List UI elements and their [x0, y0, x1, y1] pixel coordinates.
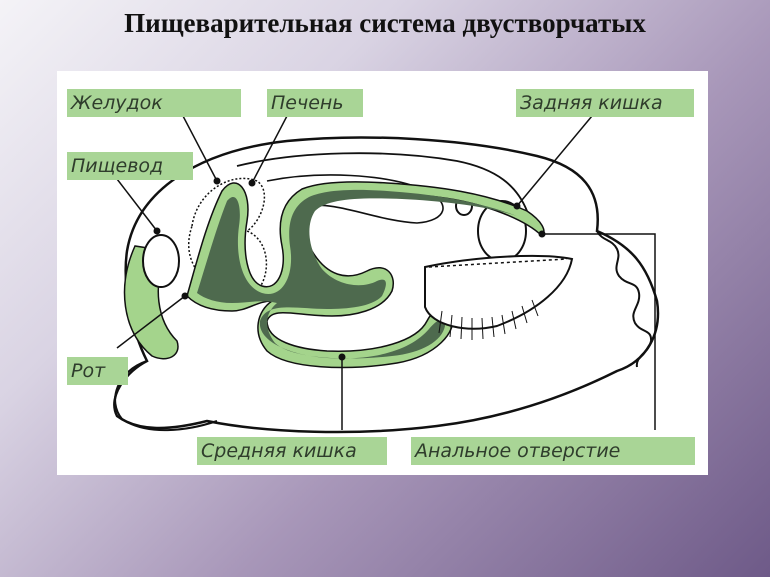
label-esophagus: Пищевод	[67, 152, 193, 180]
leader-hindgut	[516, 115, 593, 207]
gill-lines	[438, 299, 539, 340]
label-hindgut: Задняя кишка	[516, 89, 694, 117]
dot-esophagus	[153, 227, 161, 235]
dot-mouth	[181, 292, 189, 300]
label-stomach: Желудок	[67, 89, 241, 117]
leader-esophagus	[116, 178, 158, 232]
bivalve-diagram: Желудок Печень Пищевод Рот Задняя кишка …	[57, 71, 708, 475]
mantle-line	[236, 152, 528, 212]
gill-edge	[428, 258, 568, 268]
dot-liver	[248, 179, 256, 187]
inner-fold	[266, 174, 444, 224]
mouth-region	[123, 245, 179, 360]
leader-mouth	[116, 295, 186, 349]
label-midgut: Средняя кишка	[197, 437, 387, 465]
dot-anus	[538, 230, 546, 238]
leader-anus	[542, 233, 656, 430]
leader-liver	[251, 115, 288, 184]
label-anus: Анальное отверстие	[411, 437, 695, 465]
digestive-tract-outline	[186, 181, 545, 369]
siphon-edge	[596, 230, 653, 368]
gonad-left	[142, 234, 180, 288]
digestive-tract-fill	[197, 189, 517, 359]
dot-hindgut	[513, 202, 521, 210]
slide-title: Пищеварительная система двустворчатых	[124, 8, 646, 38]
dot-midgut	[338, 353, 346, 361]
dot-stomach	[213, 177, 221, 185]
label-liver: Печень	[267, 89, 363, 117]
bivalve-illustration	[113, 115, 660, 434]
label-mouth: Рот	[67, 357, 128, 385]
leader-stomach	[182, 115, 218, 182]
